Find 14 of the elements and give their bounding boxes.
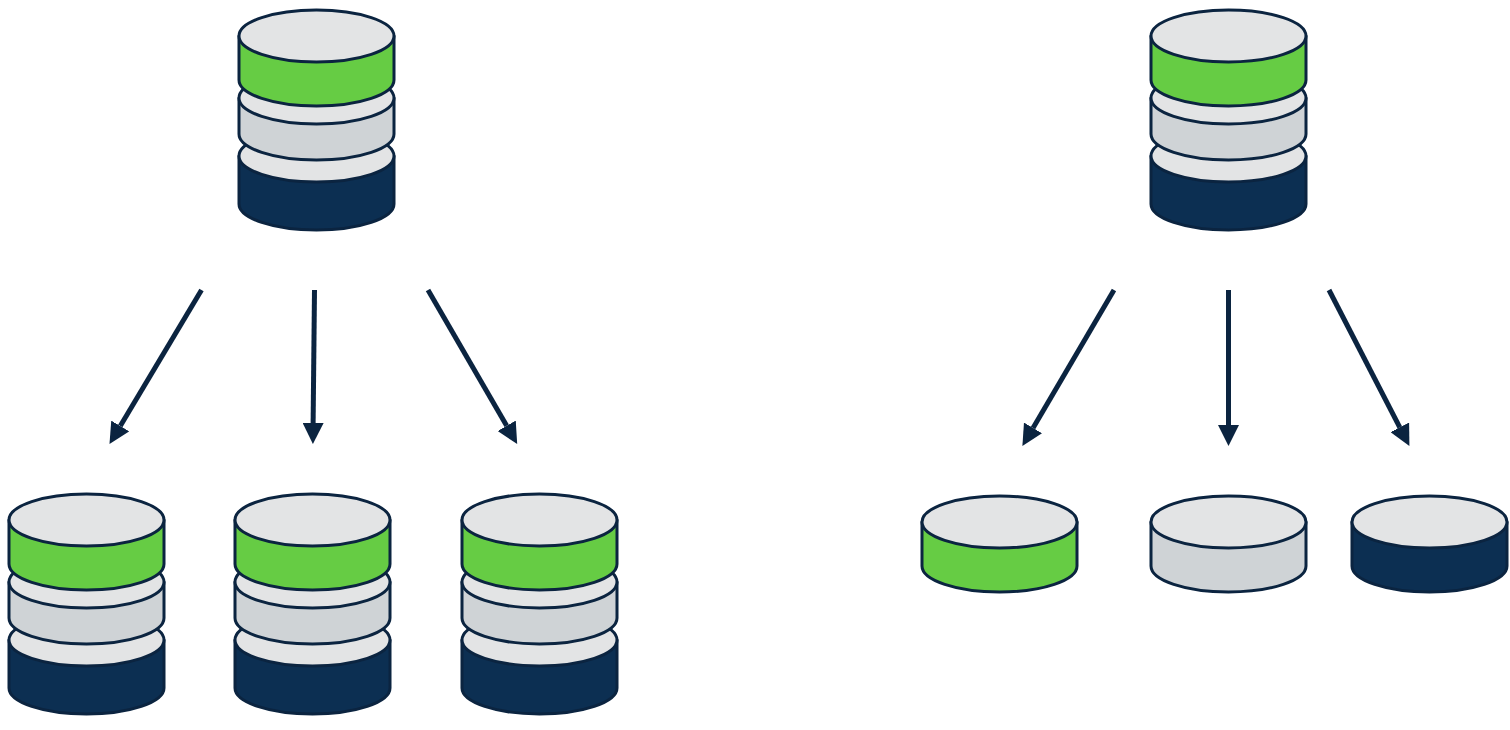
database-stack — [1149, 8, 1308, 232]
arrow — [109, 288, 204, 444]
disc-shape — [920, 494, 1079, 594]
database-stack — [460, 492, 619, 716]
database-stack — [7, 492, 166, 716]
arrow — [1326, 288, 1410, 446]
database-stack — [233, 492, 392, 716]
arrow — [1022, 288, 1117, 446]
database-stack — [237, 8, 396, 232]
disc-shape — [1350, 494, 1509, 594]
disc-shape — [1149, 494, 1308, 594]
arrow — [1218, 290, 1239, 446]
arrow — [425, 288, 518, 444]
arrow — [302, 289, 324, 444]
